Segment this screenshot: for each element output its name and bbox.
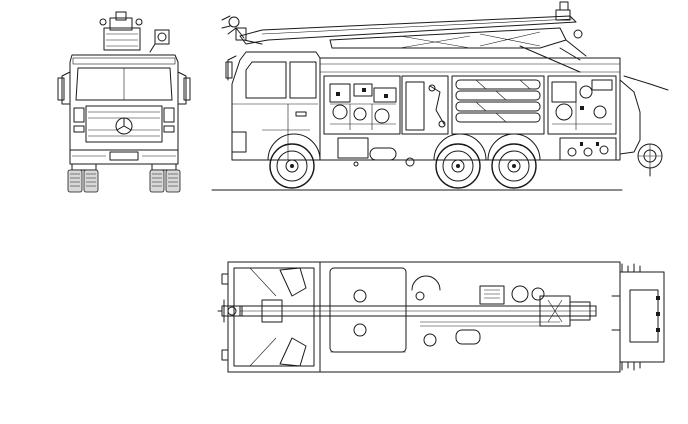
side-compartment-1 — [323, 75, 401, 135]
top-rear-platform — [611, 263, 665, 371]
side-wheel-front — [269, 143, 315, 189]
side-wheel-rear-2 — [491, 143, 537, 189]
side-cab-window — [245, 61, 287, 99]
front-headlight-left — [73, 107, 85, 123]
side-tank-panel — [337, 137, 369, 159]
side-view — [211, 1, 669, 191]
front-grille — [85, 105, 163, 143]
nozzle-icon — [221, 15, 263, 45]
top-boom-arm — [217, 295, 597, 327]
front-turret — [99, 11, 170, 53]
front-view — [57, 11, 191, 193]
front-wheels — [67, 169, 181, 193]
top-cab-roof — [227, 261, 321, 373]
side-compartment-3 — [451, 75, 545, 135]
top-tank — [329, 267, 441, 353]
top-hose-reel — [420, 285, 560, 347]
top-body-outline — [227, 261, 621, 373]
front-bumper — [69, 149, 179, 165]
side-wheel-rear-1 — [435, 143, 481, 189]
side-compartment-4 — [547, 75, 617, 135]
front-windshield — [75, 67, 173, 101]
side-compartment-2 — [401, 75, 449, 135]
front-headlight-right — [163, 107, 175, 123]
side-body — [319, 57, 621, 161]
side-cab-outline — [231, 51, 321, 161]
top-view — [217, 261, 665, 373]
side-boom-arm — [239, 1, 587, 73]
